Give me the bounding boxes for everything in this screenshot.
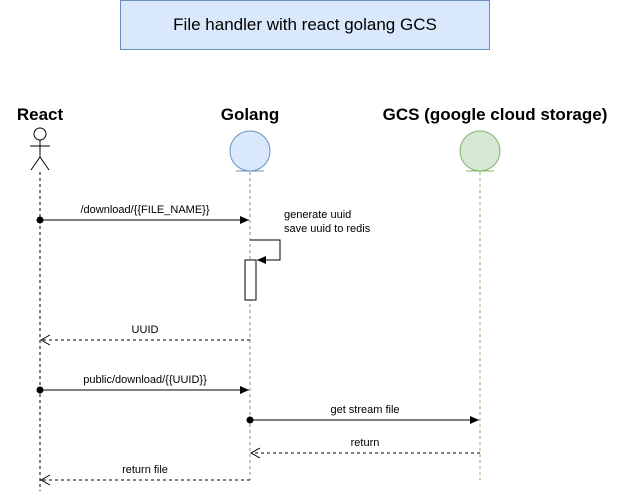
message-label-1: /download/{{FILE_NAME}} [80,204,210,216]
message-label-5: return [350,437,380,449]
message-label-6: return file [122,464,168,476]
gcs-entity-icon [459,130,501,172]
message-label-3: public/download/{{UUID}} [83,374,207,386]
diagram-title: File handler with react golang GCS [120,0,490,50]
actor-icon [30,127,50,171]
participant-golang-label: Golang [220,105,280,124]
self-call-note-line-2: save uuid to redis [284,223,371,235]
participant-react-label: React [16,105,64,124]
message-label-4: get stream file [330,404,400,416]
participant-gcs-label: GCS (google cloud storage) [382,105,608,124]
self-call-arrow [250,239,281,264]
self-call-note: generate uuid save uuid to redis [284,208,370,236]
message-label-2: UUID [131,324,159,336]
golang-entity-icon [229,130,271,172]
activation-box [244,259,257,301]
self-call-note-line-1: generate uuid [284,209,352,221]
